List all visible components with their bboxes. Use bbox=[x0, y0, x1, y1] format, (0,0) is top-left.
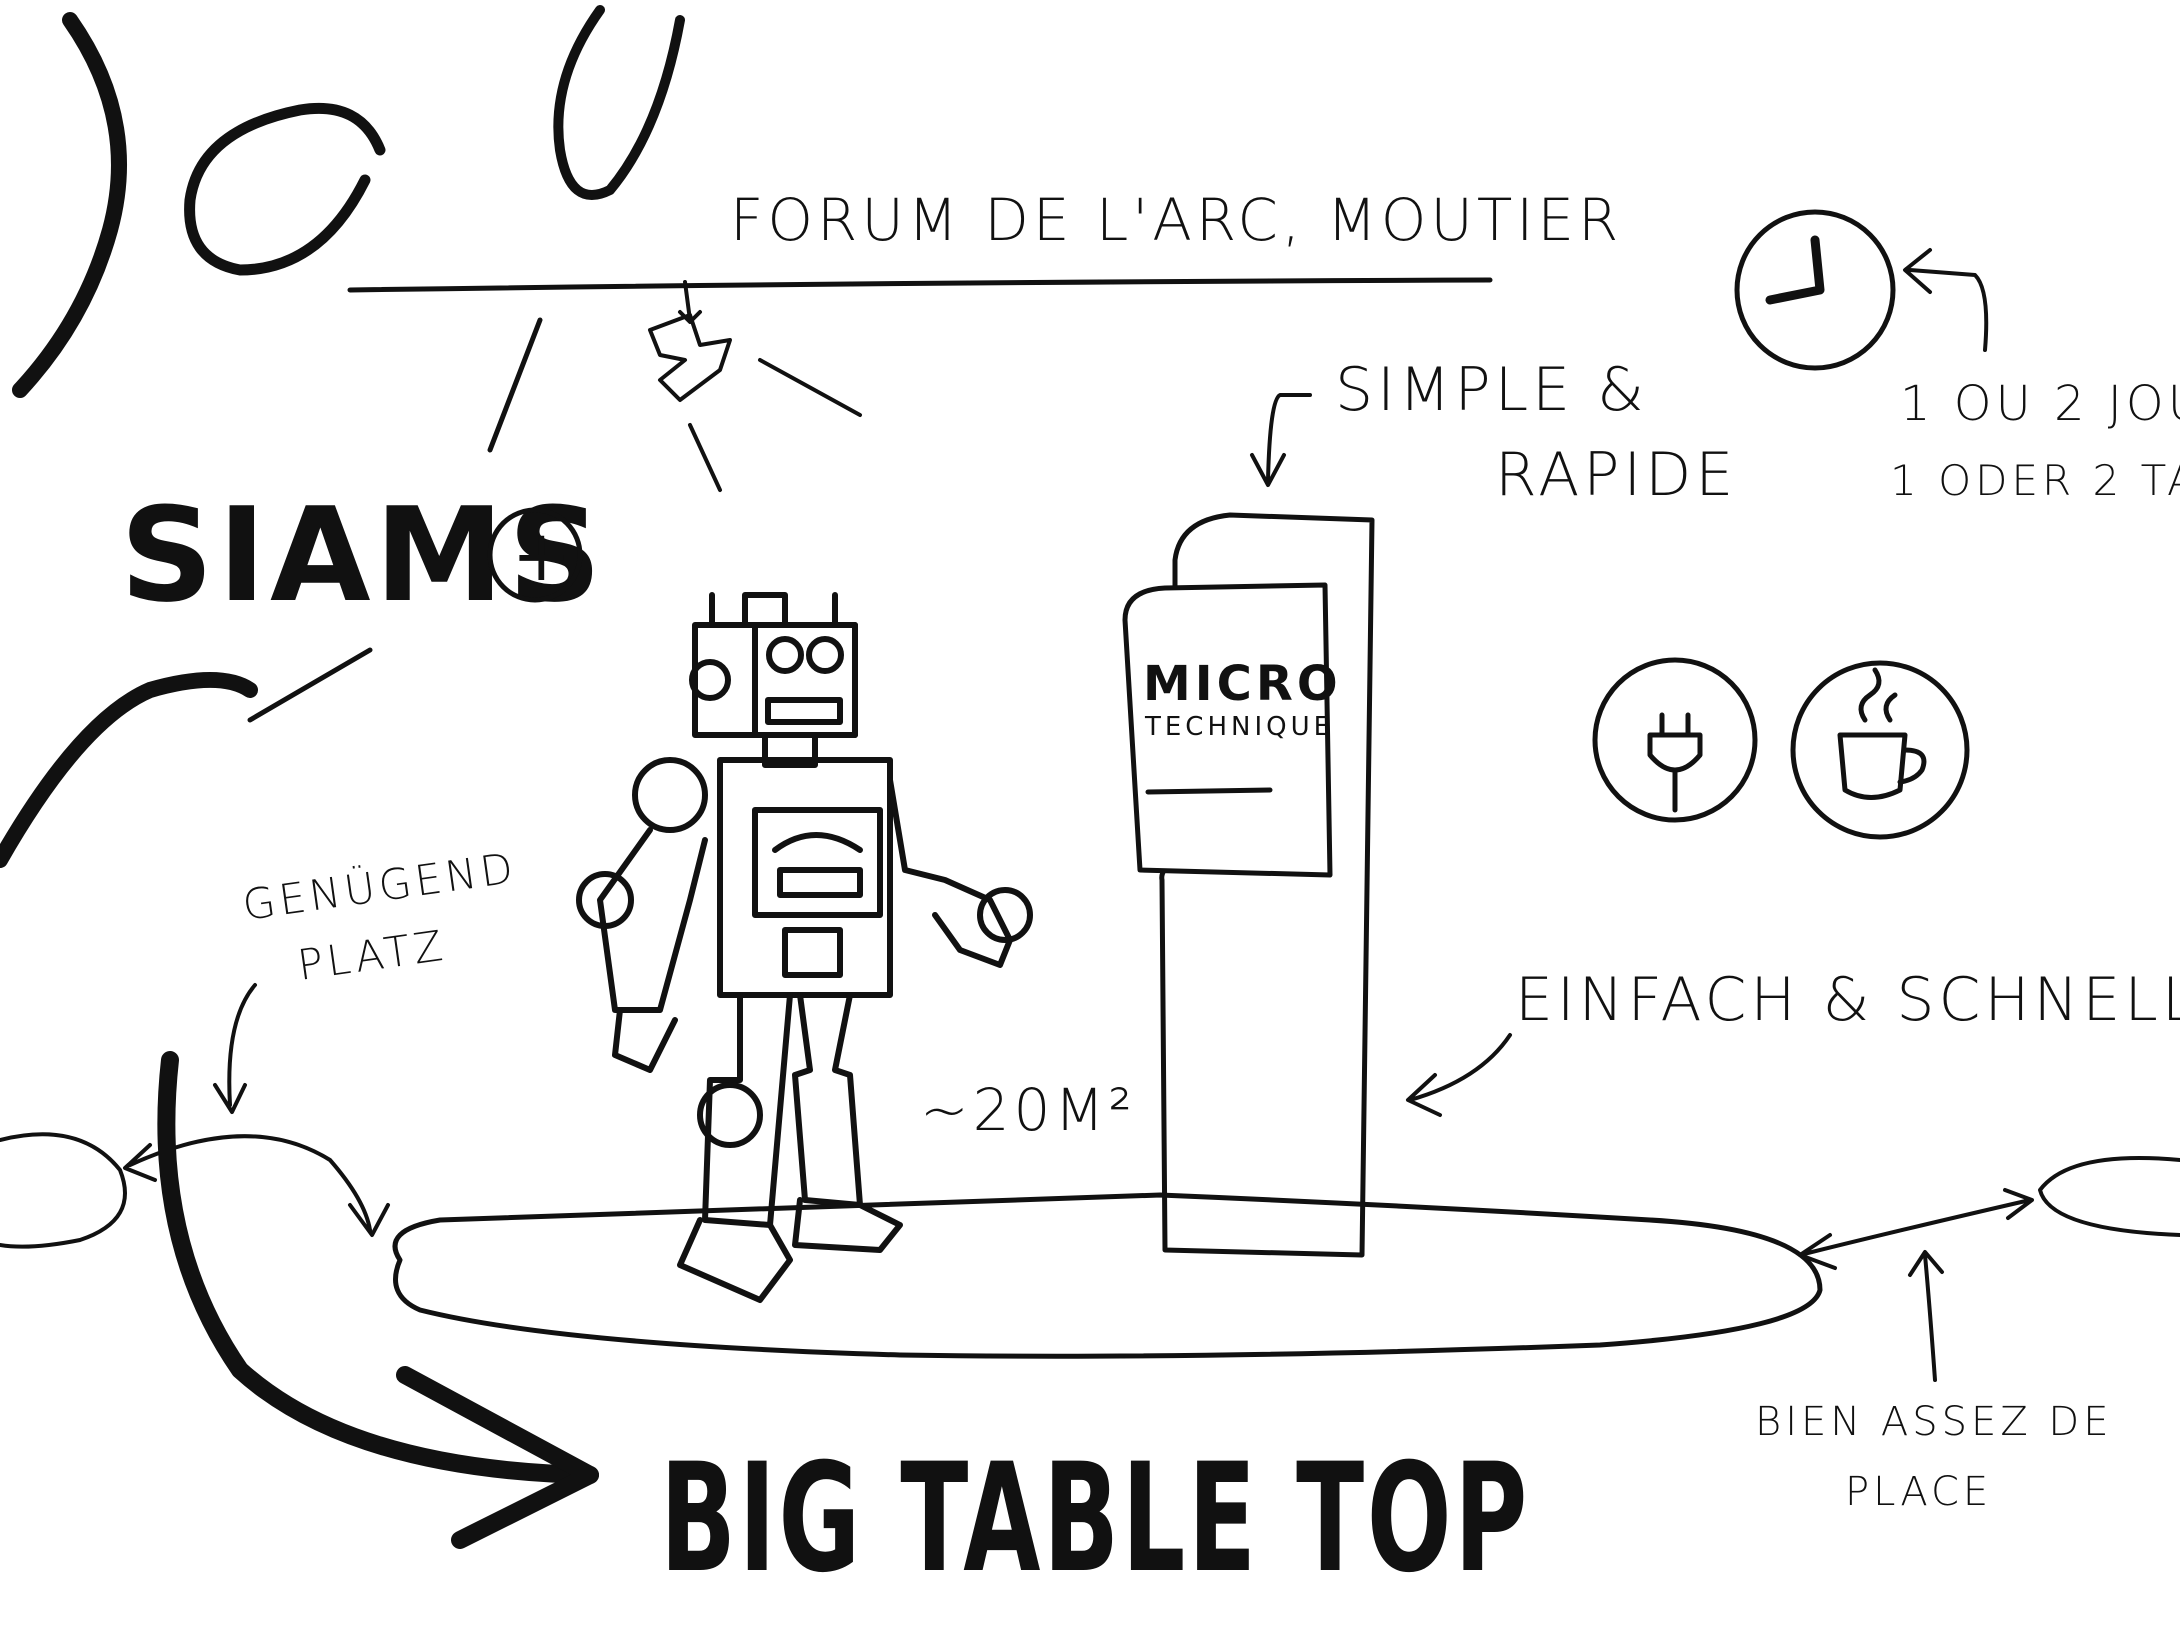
siams-logo: SIAMS bbox=[120, 479, 606, 631]
micro-technique-poster: MICRO TECHNIQUE bbox=[1122, 582, 1342, 878]
decorative-strokes bbox=[0, 5, 2180, 1249]
clock-icon bbox=[1734, 209, 1896, 371]
table-top-stage bbox=[392, 1192, 1823, 1359]
poster-rule bbox=[1145, 787, 1273, 795]
venue-title: FORUM DE L'ARC, MOUTIER bbox=[730, 186, 1622, 254]
big-arrow-head bbox=[396, 1366, 599, 1549]
robot-illustration bbox=[576, 592, 1033, 1303]
simple-rapide-line2: RAPIDE bbox=[1495, 440, 1737, 510]
spotlight-icon bbox=[648, 280, 862, 492]
genuegend-platz-line1: GENÜGEND bbox=[240, 843, 520, 930]
siams-plus-badge: + bbox=[487, 507, 583, 603]
bien-assez-line2: PLACE bbox=[1845, 1469, 1992, 1515]
genuegend-platz-line2: PLATZ bbox=[295, 921, 450, 990]
bien-assez-arrow bbox=[1908, 1250, 1944, 1382]
duration-german: 1 ODER 2 TAGE bbox=[1890, 456, 2180, 505]
power-plug-icon bbox=[1592, 657, 1758, 823]
title-underline bbox=[347, 277, 1493, 293]
coffee-cup-icon bbox=[1790, 660, 1970, 840]
left-space-double-arrow bbox=[123, 1134, 390, 1237]
einfach-schnell-label: EINFACH & SCHNELL bbox=[1515, 965, 2180, 1035]
siams-plus-sign: + bbox=[512, 515, 575, 597]
duration-french: 1 OU 2 JOURS bbox=[1900, 376, 2180, 432]
bien-assez-line1: BIEN ASSEZ DE bbox=[1755, 1399, 2113, 1445]
area-label: ~20M² bbox=[920, 1076, 1136, 1144]
genuegend-platz-arrow bbox=[213, 983, 257, 1114]
simple-rapide-arrow bbox=[1250, 393, 1312, 487]
right-space-double-arrow bbox=[1798, 1188, 2034, 1270]
simple-rapide-line1: SIMPLE & bbox=[1335, 355, 1648, 425]
poster-subtitle: TECHNIQUE bbox=[1144, 712, 1334, 742]
headline: BIG TABLE TOP bbox=[660, 1432, 1530, 1606]
big-curved-arrow bbox=[157, 1051, 599, 1484]
einfach-schnell-arrow bbox=[1406, 1033, 1512, 1117]
poster-title: MICRO bbox=[1143, 656, 1342, 712]
clock-arrow bbox=[1903, 248, 1989, 352]
